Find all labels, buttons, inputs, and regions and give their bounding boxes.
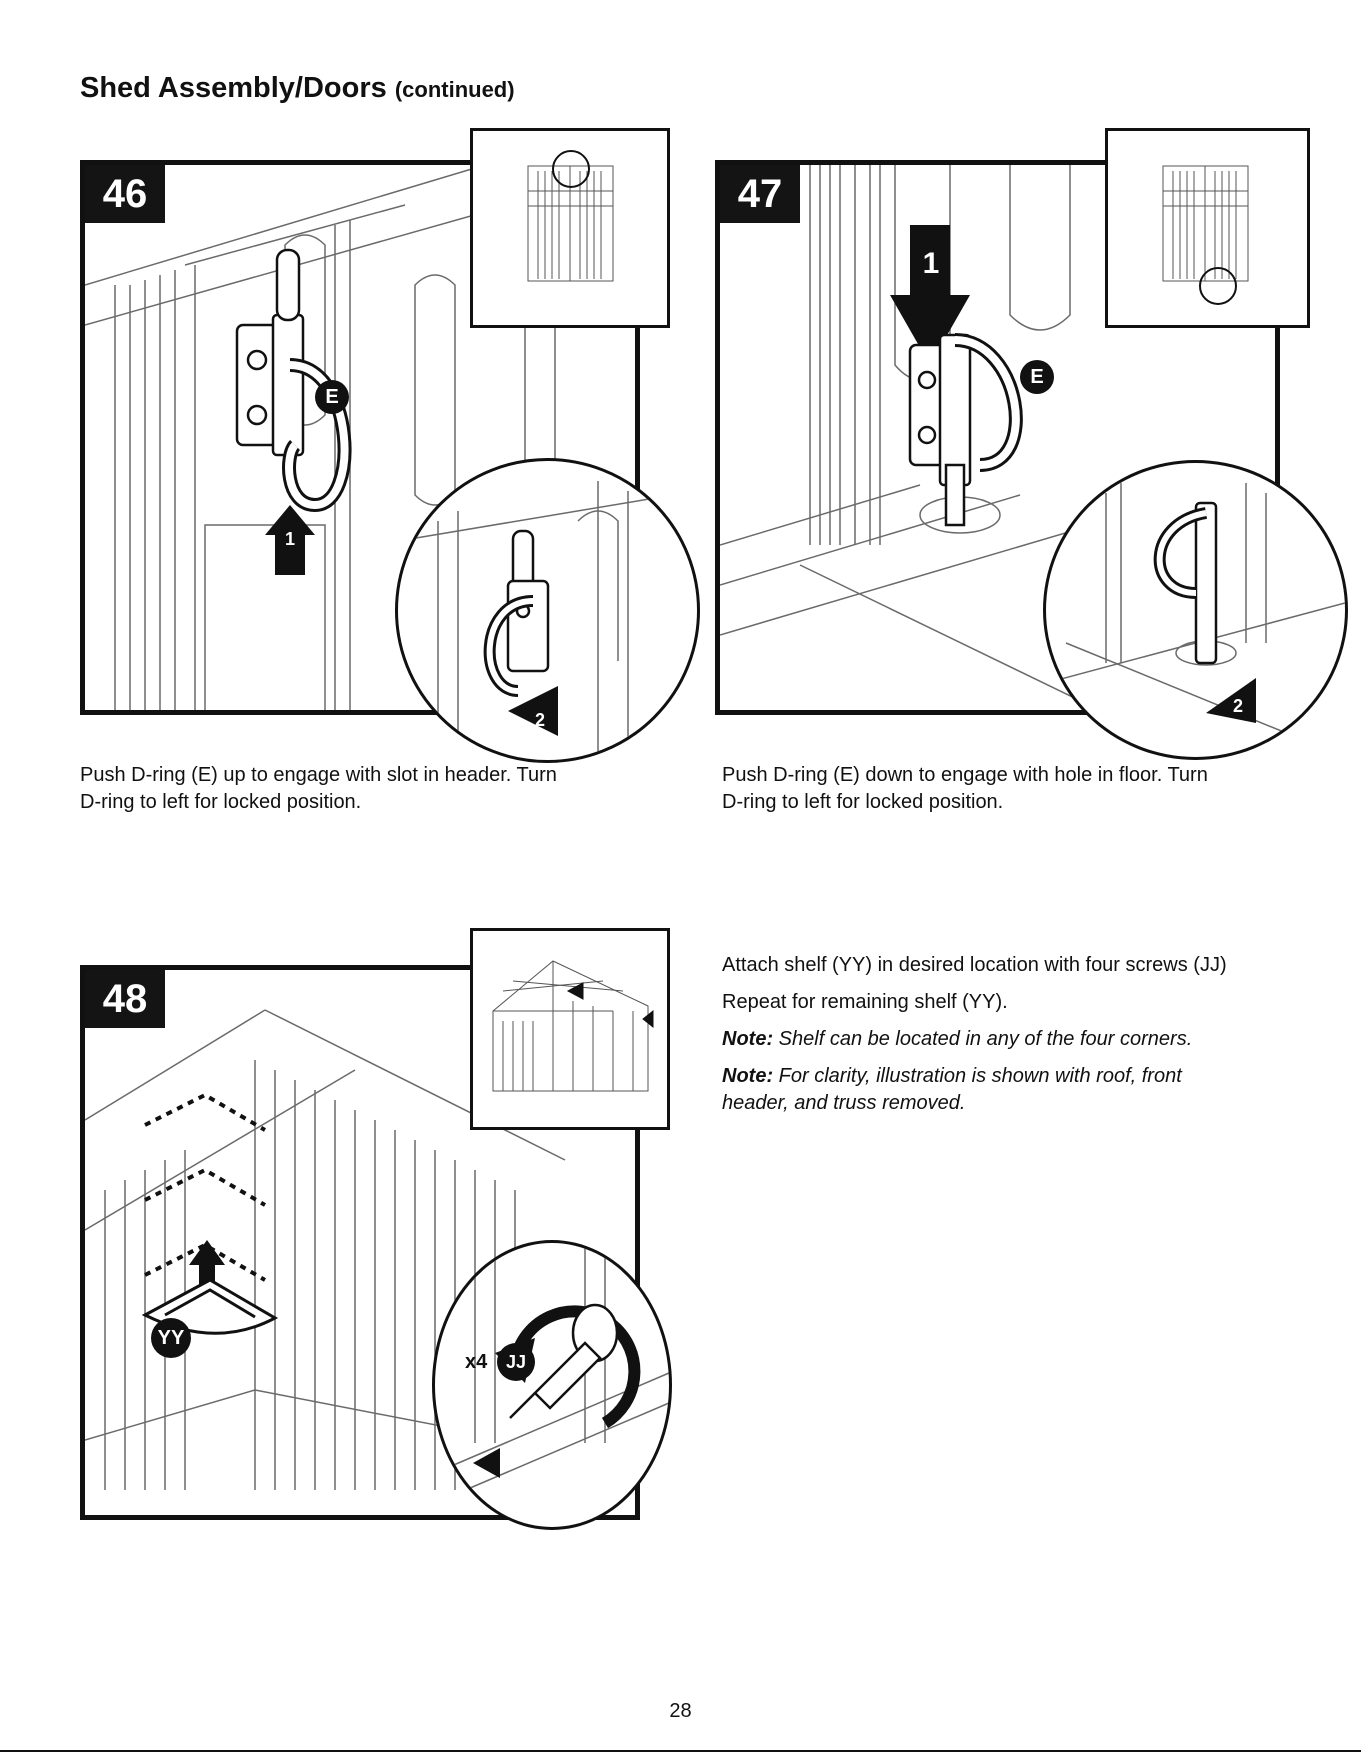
step-48-note-2-label: Note:	[722, 1065, 774, 1087]
step-48-note-1-label: Note:	[722, 1028, 774, 1050]
step-48-screw-qty: x4	[465, 1351, 488, 1373]
step-48-screw-callout: JJ	[497, 1343, 535, 1381]
step-47-drawing	[720, 165, 1161, 710]
step-46-inset-panel	[470, 128, 670, 328]
step-46-part-callout: E	[315, 380, 349, 414]
step-48-note-2-text-line-1: For clarity, illustration is shown with …	[778, 1065, 1182, 1087]
page-title: Shed Assembly/Doors (continued)	[80, 72, 515, 105]
step-47-inset-panel	[1105, 128, 1310, 328]
step-46-up-arrow	[265, 505, 315, 575]
step-48-instructions: Attach shelf (YY) in desired location wi…	[722, 952, 1322, 1117]
step-47-arrow-1-label: 1	[922, 247, 940, 280]
step-48-inset-shed	[492, 960, 654, 1092]
step-48-part-callout: YY	[151, 1318, 191, 1358]
step-48-number: 48	[85, 970, 165, 1028]
step-47-turn-arrow	[1206, 678, 1256, 723]
page-number: 28	[669, 1700, 692, 1722]
page-title-text: Shed Assembly/Doors	[80, 72, 387, 104]
step-48-note-1-text: Shelf can be located in any of the four …	[778, 1028, 1193, 1050]
step-47-inset-marker	[1199, 267, 1237, 305]
step-46-arrow-1-label: 1	[284, 529, 295, 549]
step-47-inset-door	[1162, 165, 1249, 305]
bottom-rule	[0, 1750, 1361, 1752]
step-48-note-1: Note: Shelf can be located in any of the…	[722, 1026, 1322, 1053]
step-48-inset-marker-1	[566, 982, 584, 1000]
step-48-detail-circle: x4 JJ 2	[432, 1240, 672, 1530]
step-46-caption-line-2: D-ring to left for locked position.	[80, 791, 362, 813]
step-47-detail-circle: 2	[1043, 460, 1348, 760]
step-46-detail-circle: 2	[395, 458, 700, 763]
step-47-down-arrow	[890, 225, 970, 365]
step-48-up-arrow	[189, 1240, 225, 1288]
step-47-arrow-2-label: 2	[1232, 696, 1243, 716]
step-48-inset-panel	[470, 928, 670, 1130]
step-46-drawing	[85, 165, 556, 710]
step-48-note-2-text-line-2: header, and truss removed.	[722, 1092, 966, 1114]
step-47-detail-drawing	[1046, 483, 1345, 757]
step-46-inset-door	[527, 150, 614, 282]
step-48-note-2: Note: For clarity, illustration is shown…	[722, 1063, 1322, 1117]
step-46-number: 46	[85, 165, 165, 223]
step-46-detail-drawing	[398, 481, 697, 760]
step-48-instruction-line-2: Repeat for remaining shelf (YY).	[722, 991, 1008, 1013]
step-48-drawing	[85, 1009, 566, 1490]
step-47-caption-line-1: Push D-ring (E) down to engage with hole…	[722, 764, 1208, 786]
step-48-instruction-line-1: Attach shelf (YY) in desired location wi…	[722, 954, 1227, 976]
step-48-screw-icon	[473, 1448, 500, 1478]
step-47-caption: Push D-ring (E) down to engage with hole…	[722, 762, 1282, 816]
step-46-arrow-2-label: 2	[534, 710, 545, 730]
step-47-part-callout: E	[1020, 360, 1054, 394]
page-title-suffix: (continued)	[394, 77, 515, 102]
step-46-caption-line-1: Push D-ring (E) up to engage with slot i…	[80, 764, 557, 786]
step-46-turn-arrow	[508, 686, 558, 736]
step-46-caption: Push D-ring (E) up to engage with slot i…	[80, 762, 640, 816]
step-47-number: 47	[720, 165, 800, 223]
step-48-inset-marker-2	[642, 1009, 654, 1029]
step-47-caption-line-2: D-ring to left for locked position.	[722, 791, 1004, 813]
step-48-detail-drawing	[435, 1243, 669, 1504]
step-46-inset-marker	[552, 150, 590, 188]
step-48-arrow-2-label: 2	[529, 1400, 539, 1417]
